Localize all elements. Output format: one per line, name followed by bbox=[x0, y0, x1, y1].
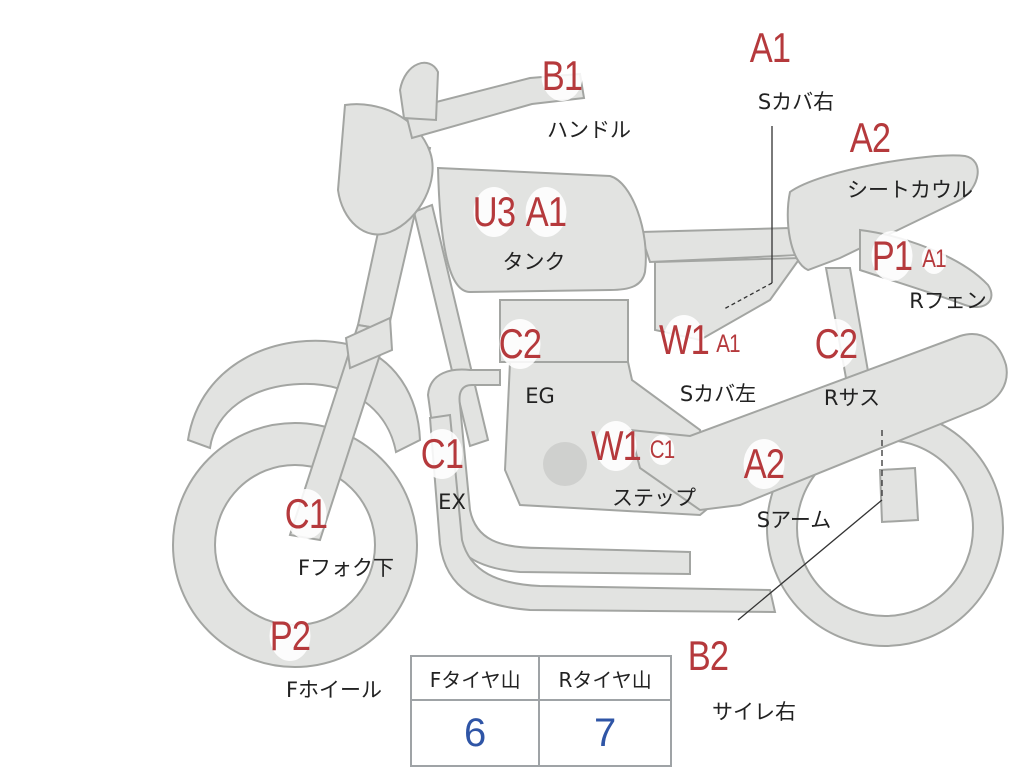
label-tank: タンク bbox=[502, 250, 566, 274]
code-a1-scover-left: A1 bbox=[715, 329, 741, 359]
code-b2-muffler-right: B2 bbox=[687, 631, 729, 681]
code-a2-seatcowl: A2 bbox=[849, 113, 891, 163]
swingarm-end bbox=[878, 466, 920, 524]
label-step: ステップ bbox=[612, 486, 696, 510]
label-rfender: Rフェン bbox=[909, 289, 987, 313]
rear-tire-value: 7 bbox=[538, 699, 672, 767]
code-u3-tank: U3 bbox=[472, 187, 516, 237]
code-a1-tank: A1 bbox=[525, 187, 567, 237]
exhaust-pipe bbox=[426, 368, 691, 576]
headlight-cowl bbox=[336, 103, 434, 236]
rear-tire-header: Rタイヤ山 bbox=[538, 655, 672, 701]
label-scover-right: Sカバ右 bbox=[757, 90, 835, 114]
label-muffler-right: サイレ右 bbox=[712, 700, 796, 724]
leader-muffler-right-diag bbox=[737, 499, 883, 621]
label-rsus: Rサス bbox=[823, 386, 881, 410]
leader-scover-right-tip bbox=[723, 282, 773, 310]
code-a2-sarm: A2 bbox=[743, 439, 785, 489]
swingarm bbox=[628, 333, 1008, 512]
code-p2-fwheel: P2 bbox=[269, 611, 311, 661]
label-scover-left: Sカバ左 bbox=[679, 382, 757, 406]
seat-cowl bbox=[786, 154, 979, 272]
label-seatcowl: シートカウル bbox=[847, 178, 973, 202]
code-c1-ffork: C1 bbox=[284, 489, 328, 539]
code-c2-eg: C2 bbox=[498, 319, 542, 369]
code-a1-scover-right: A1 bbox=[749, 23, 791, 73]
label-sarm: Sアーム bbox=[756, 508, 832, 532]
code-w1-scover-left: W1 bbox=[658, 315, 710, 365]
seat bbox=[638, 226, 802, 264]
label-eg: EG bbox=[525, 384, 555, 408]
code-w1-step: W1 bbox=[590, 421, 642, 471]
label-ex: EX bbox=[438, 490, 466, 514]
code-a1-rfender: A1 bbox=[921, 244, 947, 274]
tire-tread-table: Fタイヤ山 Rタイヤ山 6 7 bbox=[409, 655, 672, 767]
front-tire-value: 6 bbox=[409, 699, 541, 767]
handlebar bbox=[398, 61, 586, 140]
code-c2-rsus: C2 bbox=[814, 319, 858, 369]
code-c1-step: C1 bbox=[649, 435, 675, 465]
code-b1: B1 bbox=[541, 51, 583, 101]
label-fwheel: Fホイール bbox=[285, 678, 383, 702]
label-ffork: Fフォク下 bbox=[297, 556, 395, 580]
front-wheel bbox=[172, 422, 418, 668]
exhaust-pipe-lower bbox=[428, 413, 777, 614]
label-handlebar: ハンドル bbox=[547, 118, 631, 142]
front-tire-header: Fタイヤ山 bbox=[409, 655, 541, 701]
code-p1-rfender: P1 bbox=[871, 231, 913, 281]
code-c1-ex: C1 bbox=[420, 429, 464, 479]
